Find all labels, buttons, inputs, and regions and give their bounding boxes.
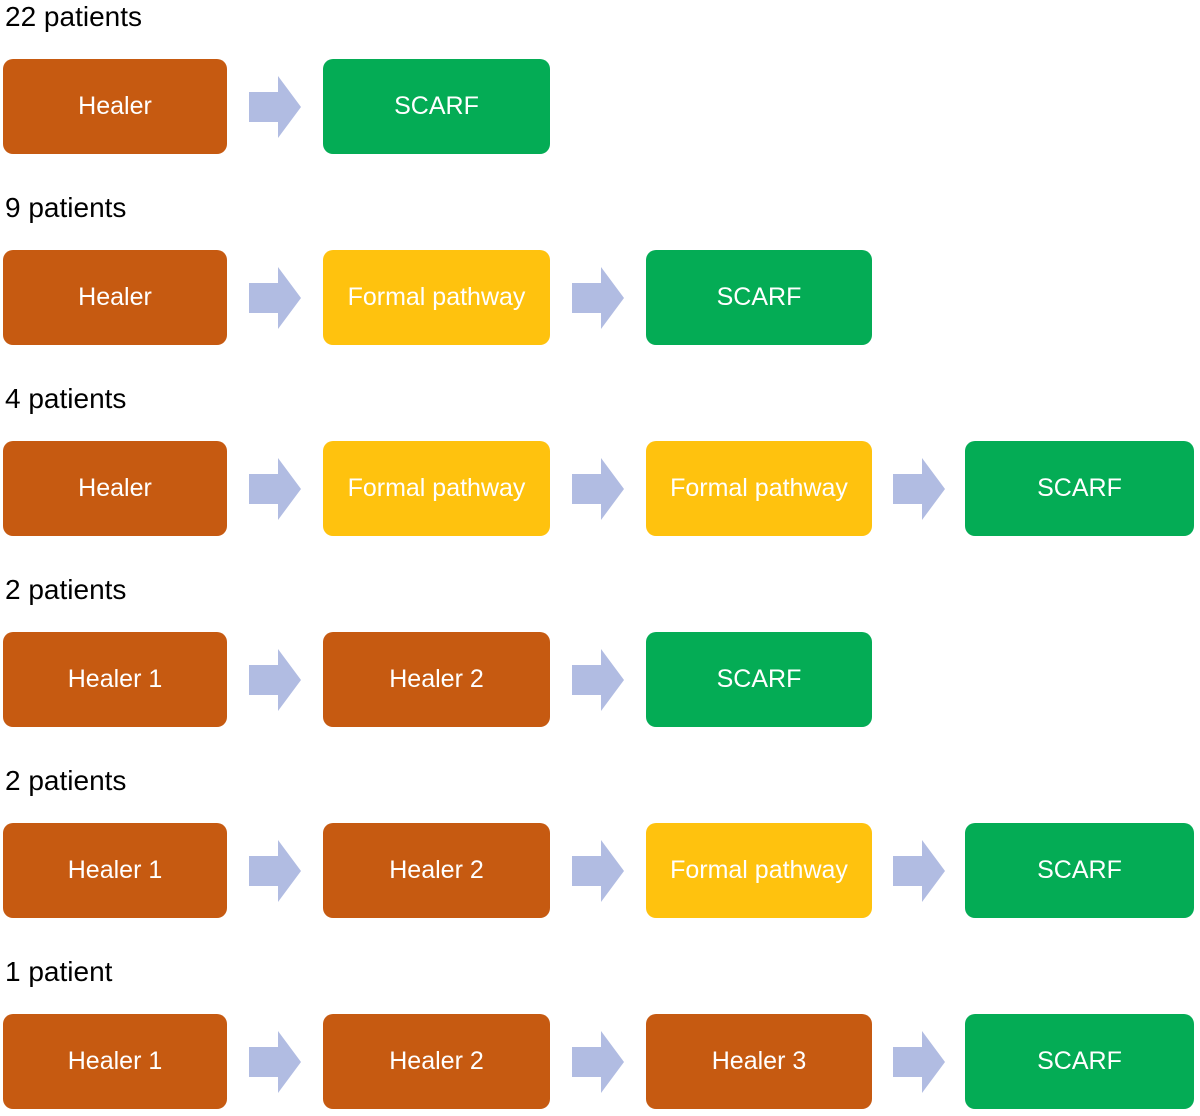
right-arrow-icon: [249, 266, 301, 329]
patient-count-label: 2 patients: [5, 765, 127, 796]
step-box-healer: Healer 2: [323, 1014, 550, 1109]
step-box-formal: Formal pathway: [646, 441, 872, 536]
arrow-cell: [227, 441, 323, 536]
step-box-formal: Formal pathway: [323, 441, 550, 536]
step-box-healer: Healer: [3, 59, 227, 154]
step-box-scarf: SCARF: [965, 441, 1194, 536]
arrow-cell: [227, 632, 323, 727]
right-arrow-icon: [572, 839, 624, 902]
step-box-scarf: SCARF: [965, 1014, 1194, 1109]
step-box-healer: Healer 1: [3, 632, 227, 727]
patient-count-label: 4 patients: [5, 383, 127, 414]
step-box-healer: Healer: [3, 250, 227, 345]
step-box-formal: Formal pathway: [646, 823, 872, 918]
pathway-track: Healer 1 Healer 2 Formal pathway SCARF: [3, 823, 1200, 918]
step-box-scarf: SCARF: [965, 823, 1194, 918]
right-arrow-icon: [249, 648, 301, 711]
right-arrow-icon: [892, 839, 945, 902]
pathway-track: Healer 1 Healer 2 Healer 3 SCARF: [3, 1014, 1200, 1109]
step-box-healer: Healer 1: [3, 823, 227, 918]
right-arrow-icon: [249, 457, 301, 520]
arrow-cell: [550, 441, 646, 536]
arrow-cell: [550, 632, 646, 727]
arrow-cell: [227, 59, 323, 154]
arrow-cell: [227, 250, 323, 345]
arrow-cell: [227, 1014, 323, 1109]
step-box-healer: Healer 3: [646, 1014, 872, 1109]
pathway-track: Healer SCARF: [3, 59, 1200, 154]
arrow-cell: [872, 441, 965, 536]
step-box-healer: Healer 1: [3, 1014, 227, 1109]
pathway-track: Healer Formal pathway SCARF: [3, 250, 1200, 345]
step-box-healer: Healer 2: [323, 632, 550, 727]
step-box-healer: Healer: [3, 441, 227, 536]
right-arrow-icon: [572, 266, 624, 329]
patient-count-label: 1 patient: [5, 956, 113, 987]
right-arrow-icon: [892, 1030, 945, 1093]
right-arrow-icon: [572, 648, 624, 711]
arrow-cell: [872, 1014, 965, 1109]
right-arrow-icon: [249, 839, 301, 902]
patient-count-label: 9 patients: [5, 192, 127, 223]
step-box-scarf: SCARF: [646, 632, 872, 727]
step-box-healer: Healer 2: [323, 823, 550, 918]
right-arrow-icon: [249, 1030, 301, 1093]
pathway-track: Healer Formal pathway Formal pathway SCARF: [3, 441, 1200, 536]
right-arrow-icon: [892, 457, 945, 520]
patient-count-label: 22 patients: [5, 1, 142, 32]
arrow-cell: [550, 1014, 646, 1109]
step-box-scarf: SCARF: [646, 250, 872, 345]
right-arrow-icon: [249, 75, 301, 138]
right-arrow-icon: [572, 1030, 624, 1093]
right-arrow-icon: [572, 457, 624, 520]
arrow-cell: [550, 250, 646, 345]
patient-count-label: 2 patients: [5, 574, 127, 605]
step-box-scarf: SCARF: [323, 59, 550, 154]
arrow-cell: [227, 823, 323, 918]
arrow-cell: [872, 823, 965, 918]
pathway-track: Healer 1 Healer 2 SCARF: [3, 632, 1200, 727]
step-box-formal: Formal pathway: [323, 250, 550, 345]
arrow-cell: [550, 823, 646, 918]
